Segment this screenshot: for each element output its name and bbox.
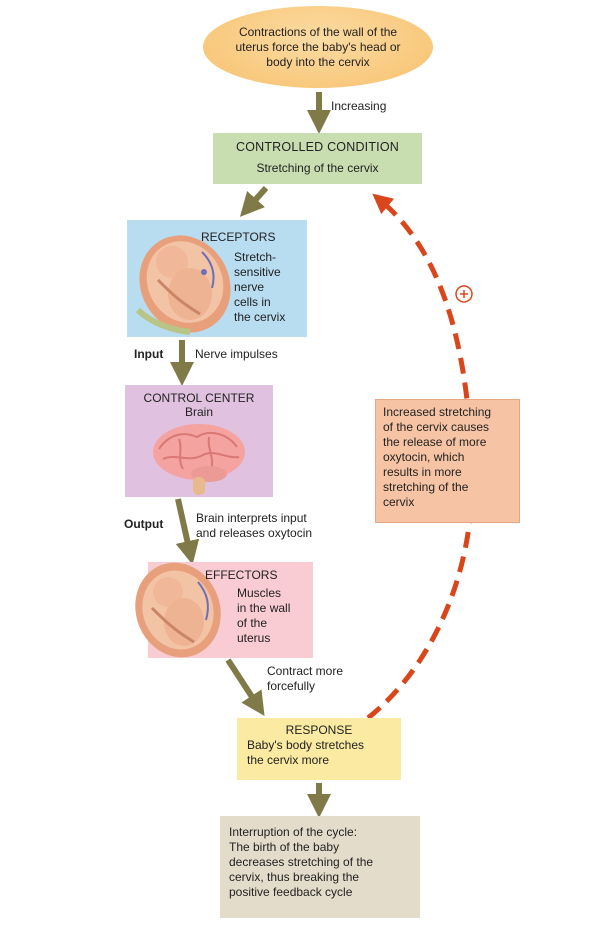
- feedback-line: Increased stretching: [383, 405, 492, 419]
- controlled-condition-title: CONTROLLED CONDITION: [235, 140, 400, 154]
- arrow-control-to-effectors: [175, 498, 200, 565]
- interruption-line: positive feedback cycle: [229, 885, 353, 899]
- feedback-line: cervix: [383, 495, 415, 509]
- response-line: Baby's body stretches: [247, 738, 365, 752]
- feedback-line: stretching of the: [383, 480, 469, 494]
- interruption-box: Interruption of the cycle: The birth of …: [220, 816, 420, 918]
- increasing-label: Increasing: [331, 99, 387, 113]
- receptors-line: the cervix: [234, 310, 286, 324]
- control-center-title: CONTROL CENTER: [143, 391, 255, 405]
- interruption-line: decreases stretching of the: [229, 855, 374, 869]
- receptors-title: RECEPTORS: [201, 230, 276, 244]
- feedback-line: results in more: [383, 465, 462, 479]
- receptors-line: Stretch-: [234, 250, 277, 264]
- interruption-line: Interruption of the cycle:: [229, 825, 358, 839]
- output-label: Output: [124, 517, 164, 531]
- control-center-subtitle: Brain: [184, 405, 213, 419]
- feedback-line: of the cervix causes: [383, 420, 490, 434]
- response-line: the cervix more: [247, 753, 330, 767]
- control-center-box: CONTROL CENTER Brain: [125, 385, 273, 497]
- feedback-box: Increased stretching of the cervix cause…: [375, 399, 520, 523]
- effect-line: Contract more: [267, 664, 344, 678]
- feedback-line: the release of more: [383, 435, 487, 449]
- output-line: Brain interprets input: [196, 511, 307, 525]
- effectors-box: EFFECTORS Muscles in the wall of the ute…: [135, 562, 313, 658]
- input-label: Input: [134, 347, 164, 361]
- effect-line: forcefully: [267, 679, 316, 693]
- receptors-line: nerve: [234, 280, 265, 294]
- feedback-line: oxytocin, which: [383, 450, 465, 464]
- controlled-condition-box: CONTROLLED CONDITION Stretching of the c…: [213, 133, 422, 184]
- effectors-line: in the wall: [237, 601, 291, 615]
- response-box: RESPONSE Baby's body stretches the cervi…: [237, 718, 401, 780]
- stimulus-oval: Contractions of the wall of the uterus f…: [203, 6, 433, 88]
- effectors-line: of the: [237, 616, 268, 630]
- arrow-effectors-to-response: [225, 658, 265, 717]
- interruption-line: cervix, thus breaking the: [229, 870, 360, 884]
- uterus-illustration: [135, 235, 231, 335]
- receptors-box: RECEPTORS Stretch- sensitive nerve cells…: [127, 220, 307, 337]
- response-title: RESPONSE: [285, 723, 353, 737]
- receptors-line: cells in: [234, 295, 271, 309]
- arrow-controlled-to-receptors: [239, 185, 269, 217]
- uterus-illustration: [135, 562, 221, 658]
- brain-icon: [153, 424, 245, 495]
- input-text: Nerve impulses: [195, 347, 278, 361]
- receptors-line: sensitive: [234, 265, 281, 279]
- stimulus-text: Contractions of the wall of the uterus f…: [235, 24, 401, 69]
- interruption-line: The birth of the baby: [229, 840, 340, 854]
- effectors-line: uterus: [237, 631, 271, 645]
- effectors-title: EFFECTORS: [205, 568, 278, 582]
- output-line: and releases oxytocin: [196, 526, 313, 540]
- effectors-line: Muscles: [237, 586, 282, 600]
- controlled-condition-text: Stretching of the cervix: [256, 161, 379, 175]
